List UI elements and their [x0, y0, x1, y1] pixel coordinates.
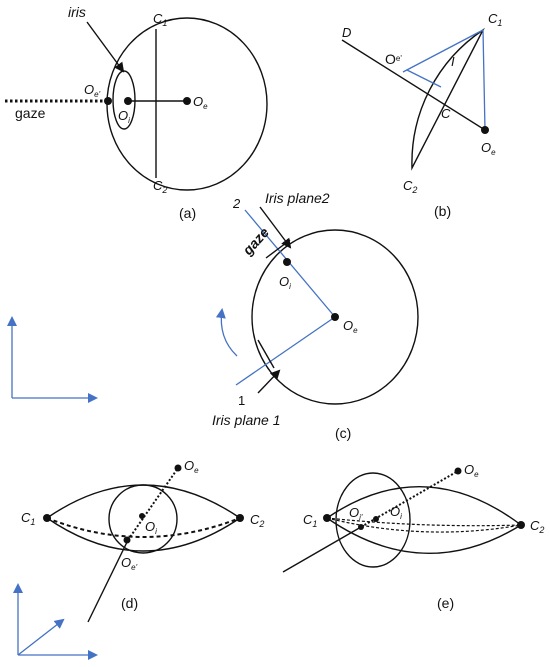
iris-plane1-label: Iris plane 1: [212, 412, 280, 428]
c2-label: C2: [250, 512, 264, 529]
c2-label: C2: [530, 518, 544, 535]
panel-a: iris C1 C2 Oe' Oi Oe gaze (a): [5, 4, 268, 221]
oi-label: Oi: [145, 519, 157, 536]
panel-b: D C1 Oe' I C Oe C2 (b): [341, 11, 502, 219]
panel-e: Oe C1 C2 Oi' Oi (e): [282, 462, 544, 611]
rotation-arrow: [215, 308, 238, 357]
eyeball-contour-2: [326, 517, 522, 533]
c1-i-triangle: [402, 28, 486, 131]
iris-plane2-label: Iris plane2: [265, 190, 330, 206]
eyeball-contour-dashed: [46, 517, 241, 538]
oe-point: [183, 97, 191, 105]
upper-eyelid: [46, 484, 241, 519]
oi-point: [124, 97, 132, 105]
gaze-dotted: [360, 470, 459, 528]
c1-label: C1: [153, 11, 167, 28]
viewing-line: [87, 539, 129, 623]
caption-e: (e): [437, 595, 454, 611]
iris-plane-1-arrow: [257, 369, 281, 394]
iris-circle: [335, 472, 411, 568]
oe-label: Oe: [464, 462, 479, 479]
c1-label: C1: [303, 512, 317, 529]
caption-c: (c): [335, 425, 351, 441]
c2-label: C2: [153, 178, 167, 195]
i-label: I: [451, 54, 455, 69]
caption-b: (b): [434, 203, 451, 219]
oe-label: Oe: [343, 318, 358, 335]
c1-label: C1: [488, 11, 502, 28]
oe-label: Oe: [193, 94, 208, 111]
lower-eyelid: [326, 517, 522, 555]
iris-label: iris: [68, 4, 86, 20]
panel-d: Oe C1 C2 Oi Oe' (d): [21, 458, 264, 623]
c1-label: C1: [21, 510, 35, 527]
c-label: C: [441, 106, 451, 121]
oi-label: Oi: [118, 108, 130, 125]
upper-eyelid: [326, 485, 522, 526]
num-1: 1: [238, 393, 245, 408]
axes-glyph-2d: [6, 316, 98, 403]
eyeball-sector: [411, 27, 485, 171]
oe-point: [481, 126, 489, 134]
gaze-label: gaze: [239, 224, 273, 259]
viewing-line: [282, 526, 362, 573]
iris-pointer-arrow: [86, 21, 125, 73]
d-line: [341, 39, 486, 131]
iris-plane-2-arrow: [259, 206, 292, 249]
caption-a: (a): [179, 205, 196, 221]
oe-label: Oe: [481, 140, 496, 157]
oi-prime-label: Oi': [349, 505, 363, 522]
lower-eyelid: [46, 517, 241, 552]
c2-label: C2: [403, 178, 417, 195]
oe-prime-to-c: [406, 69, 442, 88]
oe-prime-label: Oe': [84, 82, 101, 99]
oe-point: [331, 313, 339, 321]
axes-glyph-3d: [13, 583, 98, 660]
oe-prime-label: Oe': [121, 555, 138, 572]
oe-prime-label: Oe': [385, 51, 402, 67]
num-2: 2: [232, 196, 241, 211]
oe-prime-point: [104, 97, 112, 105]
oi-label: Oi: [279, 274, 291, 291]
iris-circle: [108, 484, 178, 554]
iris-plane-1-chord: [257, 339, 275, 369]
gaze-line-1: [235, 316, 336, 386]
eyeball-contour-1: [326, 517, 522, 527]
oi-point: [283, 258, 291, 266]
oe-label: Oe: [184, 458, 199, 475]
d-label: D: [342, 25, 351, 40]
oi-label: Oi: [390, 504, 402, 521]
eyeball-outline: [251, 229, 419, 405]
panel-c: 2 Iris plane2 gaze Oi Oe 1 Iris plane 1 …: [212, 190, 419, 441]
caption-d: (d): [121, 595, 138, 611]
gaze-label: gaze: [15, 105, 46, 121]
gaze-dotted: [127, 467, 179, 541]
